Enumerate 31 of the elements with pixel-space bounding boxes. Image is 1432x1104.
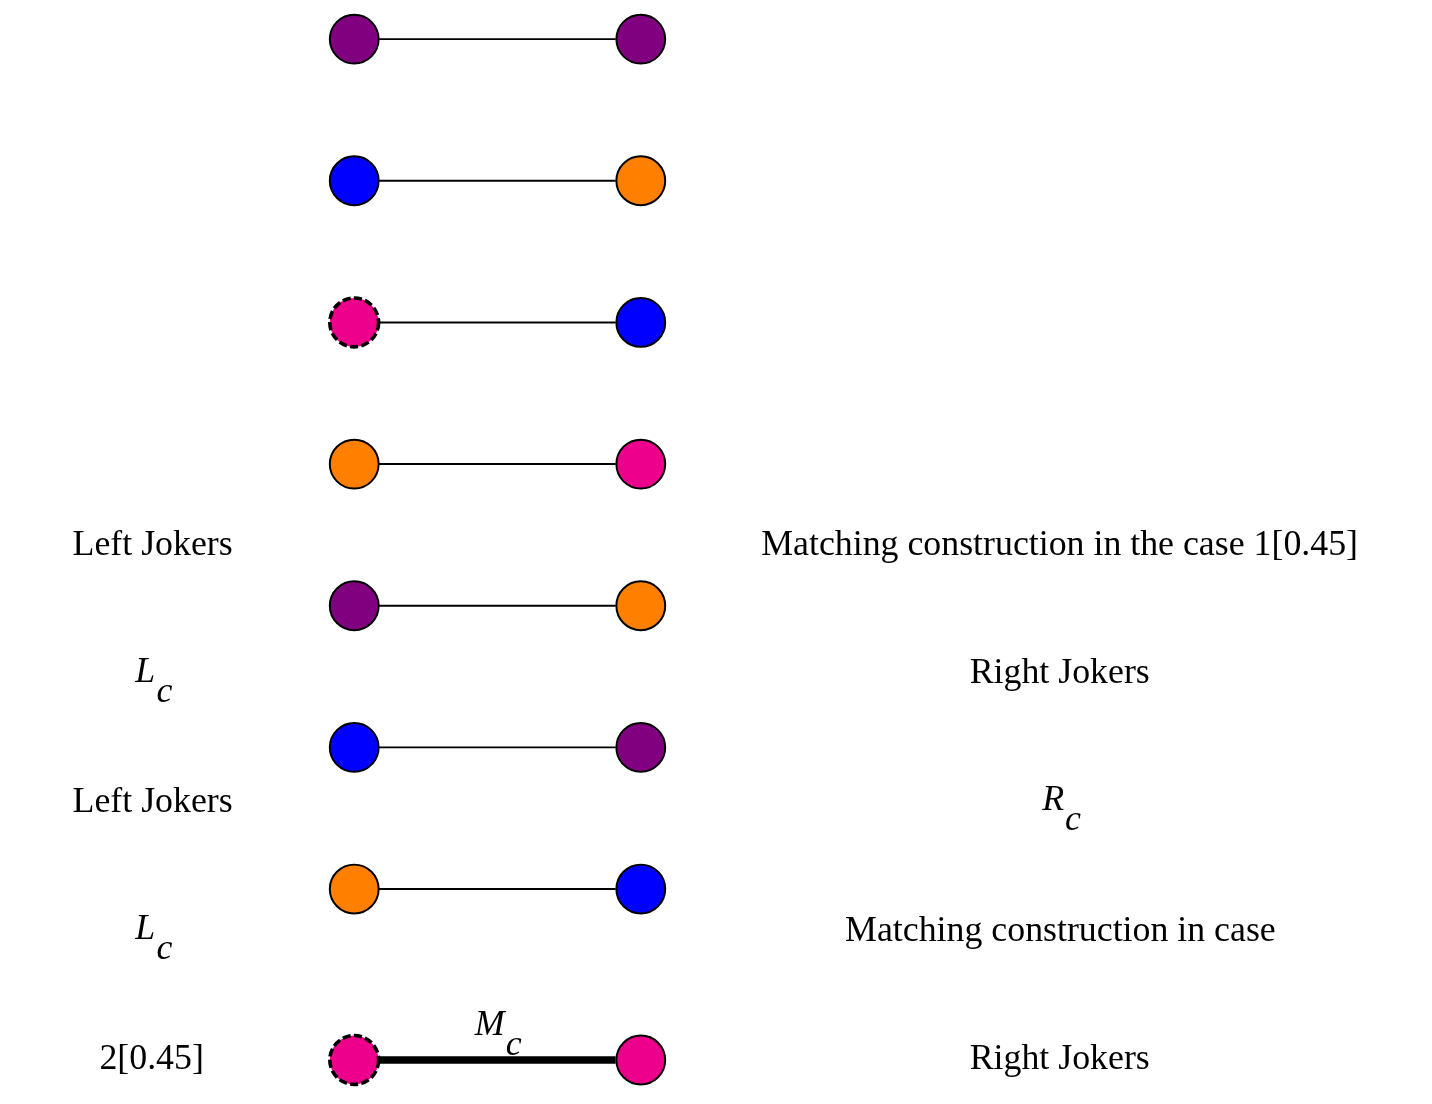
node-circle: [327, 1033, 380, 1087]
connector: [377, 604, 617, 607]
connector: [377, 179, 617, 182]
node-circle: [328, 438, 380, 490]
connector: [377, 38, 617, 41]
node-circle: [328, 580, 380, 632]
node-circle: [614, 297, 666, 348]
label: Right Jokers: [969, 651, 1150, 692]
node-circle: [614, 13, 666, 65]
connector: [378, 1056, 616, 1064]
connector: [377, 463, 617, 466]
label: Matching construction in case: [844, 908, 1276, 949]
node-circle: [614, 863, 666, 915]
node-circle: [328, 155, 380, 207]
label: Matching construction in the case 1[0.45]: [760, 522, 1358, 563]
connector: [377, 888, 617, 890]
connector: [377, 746, 617, 749]
label: 2[0.45]: [98, 1037, 204, 1078]
connector: [377, 321, 617, 324]
node-circle: [614, 722, 666, 773]
node-circle: [614, 580, 666, 632]
node-circle: [328, 13, 380, 65]
label: Left Jokers: [72, 522, 233, 563]
label: Right Jokers: [969, 1037, 1150, 1078]
node-circle: [327, 296, 380, 349]
node-circle: [328, 863, 380, 915]
node-circle: [328, 722, 380, 773]
label: Left Jokers: [72, 779, 233, 820]
node-circle: [614, 1034, 666, 1086]
node-circle: [614, 155, 666, 207]
node-circle: [614, 438, 666, 490]
